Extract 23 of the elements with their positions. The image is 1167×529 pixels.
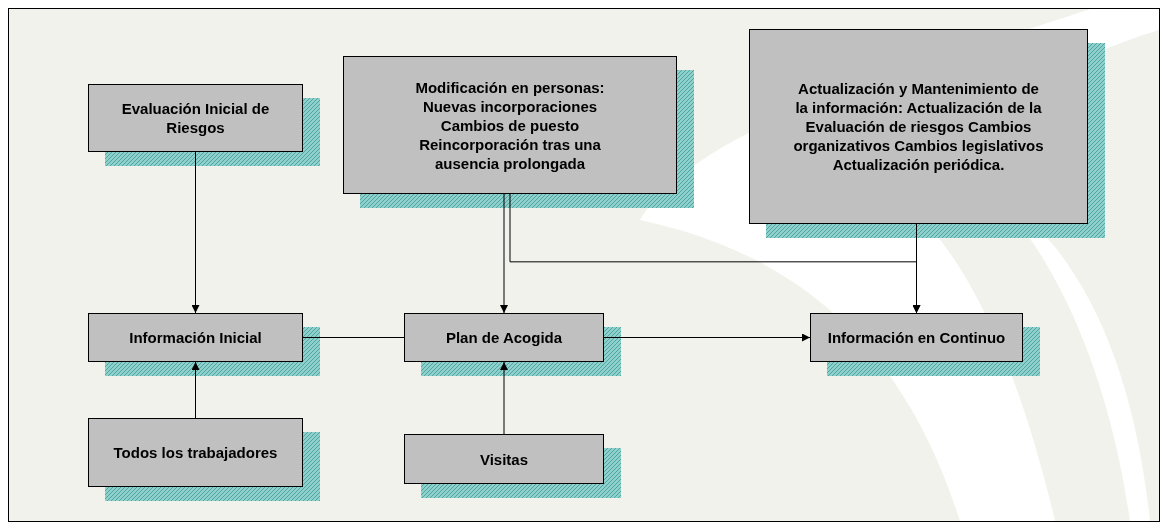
- box-label: Todos los trabajadores: [113, 443, 278, 462]
- box-label: Información Inicial: [129, 328, 262, 347]
- box-label: Modificación en personas: Nuevas incorporaciones Cambios de puesto Reincorporación tras una ausencia prolongada: [414, 77, 606, 173]
- box-label: Evaluación Inicial de Riesgos: [120, 99, 271, 137]
- process-box: [810, 313, 1023, 362]
- arrow: [500, 193, 508, 314]
- arrow: [191, 151, 200, 314]
- connector-line: [302, 337, 405, 338]
- process-box: [749, 29, 1088, 224]
- arrow: [912, 223, 921, 314]
- arrow: [191, 361, 200, 419]
- process-box: [88, 84, 303, 152]
- box-label: Plan de Acogida: [445, 328, 563, 347]
- process-box: [404, 313, 604, 362]
- process-box: [88, 418, 303, 487]
- box-label: Visitas: [479, 449, 529, 469]
- box-label: Información en Continuo: [827, 328, 1006, 347]
- arrow: [500, 361, 508, 435]
- arrow: [603, 333, 811, 342]
- process-box: [88, 313, 303, 362]
- process-box: [343, 56, 677, 194]
- process-box: [404, 434, 604, 484]
- box-label: Actualización y Mantenimiento de la información: Actualización de la Evaluación de riesgos Cambios organizativos Cambios legislativos Actualización periódica.: [792, 79, 1045, 174]
